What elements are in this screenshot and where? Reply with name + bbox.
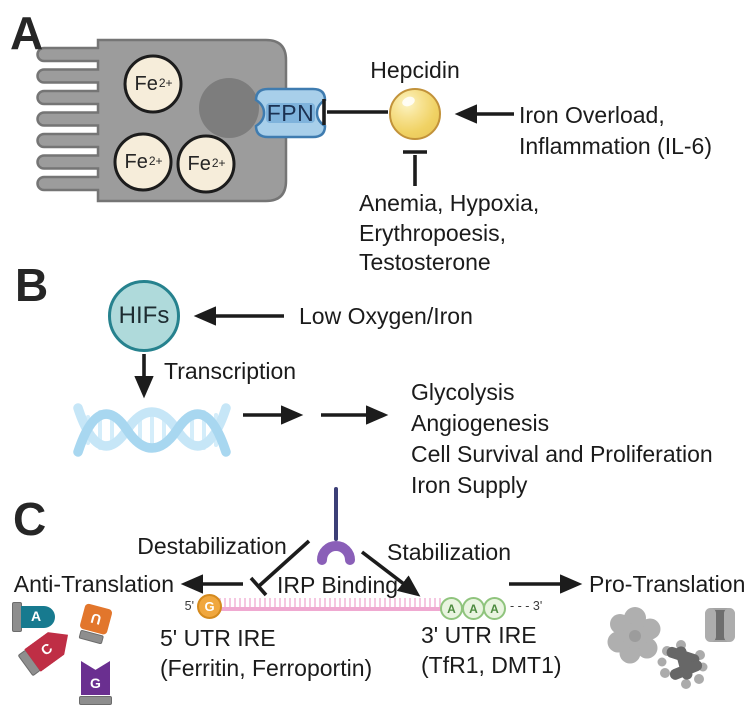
anti-translation-label: Anti-Translation bbox=[13, 571, 174, 597]
low-oxygen-label: Low Oxygen/Iron bbox=[299, 303, 473, 329]
protein-blob-knot-icon bbox=[657, 640, 708, 689]
utr5-genes: (Ferritin, Ferroportin) bbox=[160, 655, 373, 681]
protein-barrel-icon bbox=[705, 608, 735, 642]
dna-helix-icon bbox=[73, 403, 231, 457]
panel-b-label: B bbox=[15, 259, 49, 311]
five-prime-cap-icon: G bbox=[197, 594, 222, 619]
ball-highlight bbox=[400, 94, 417, 109]
nucleotide-u-icon: U bbox=[77, 601, 114, 645]
enterocyte-cell-icon bbox=[36, 38, 288, 203]
poly-a-icon: A bbox=[440, 597, 463, 620]
transcription-label: Transcription bbox=[164, 358, 297, 384]
pro-translation-label: Pro-Translation bbox=[589, 571, 746, 597]
poly-a-icon: A bbox=[483, 597, 506, 620]
output-item: Glycolysis bbox=[411, 379, 515, 405]
output-item: Angiogenesis bbox=[411, 410, 550, 436]
hif-outputs-list: Glycolysis Angiogenesis Cell Survival an… bbox=[411, 377, 713, 501]
protein-blob-flower-icon bbox=[607, 607, 661, 664]
destabilization-tbar bbox=[249, 576, 268, 597]
hifs-label: HIFs bbox=[118, 302, 170, 329]
nucleotide-a-icon: A bbox=[12, 602, 58, 633]
output-item: Iron Supply bbox=[411, 472, 528, 498]
hepcidin-label: Hepcidin bbox=[370, 57, 460, 83]
panel-a-label: A bbox=[10, 7, 44, 59]
mrna-strand bbox=[219, 607, 444, 611]
hepcidin-inhibitors-text: Anemia, Hypoxia, Erythropoesis, Testoste… bbox=[359, 190, 540, 275]
destabilization-label: Destabilization bbox=[137, 533, 287, 559]
poly-a-icon: A bbox=[462, 597, 485, 620]
nucleus-icon bbox=[199, 78, 259, 138]
hifs-circle-icon: HIFs bbox=[108, 280, 180, 352]
three-prime-label: - - - 3' bbox=[510, 599, 543, 613]
irp-protein-icon bbox=[317, 487, 355, 565]
stabilization-label: Stabilization bbox=[387, 539, 512, 565]
output-item: Cell Survival and Proliferation bbox=[411, 441, 713, 467]
five-prime-label: 5' bbox=[184, 599, 194, 613]
utr5-title: 5' UTR IRE bbox=[160, 625, 276, 651]
fpn-label: FPN bbox=[266, 99, 315, 126]
hepcidin-ball-icon bbox=[389, 88, 441, 140]
nucleotide-base bbox=[79, 696, 112, 705]
panel-c-label: C bbox=[13, 493, 47, 545]
utr3-genes: (TfR1, DMT1) bbox=[421, 652, 562, 678]
nucleotide-g-icon: G bbox=[79, 661, 112, 706]
hepcidin-stimulators-text: Iron Overload, Inflammation (IL-6) bbox=[519, 102, 713, 159]
irp-binding-label: IRP Binding bbox=[277, 572, 399, 598]
mrna-ticks bbox=[219, 598, 444, 607]
utr3-title: 3' UTR IRE bbox=[421, 622, 537, 648]
